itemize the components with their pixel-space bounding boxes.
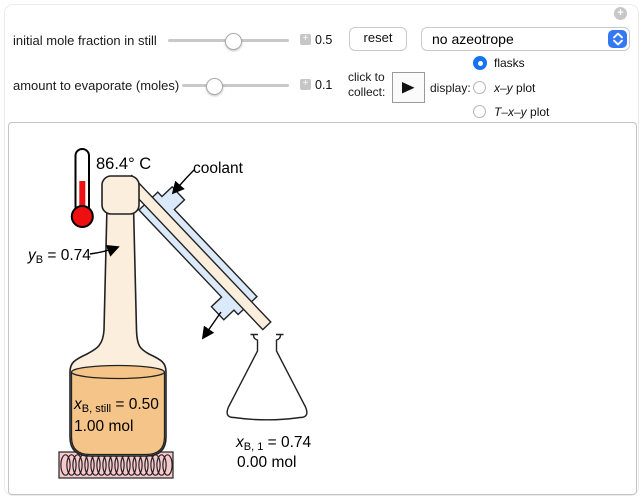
collect-button[interactable] [392,72,425,103]
slider1-label: initial mole fraction in still [13,33,157,48]
coolant-in-arrow [171,169,195,195]
slider1-plus-icon[interactable]: + [300,34,311,45]
reset-button[interactable]: reset [349,27,407,51]
azeotrope-dropdown-value: no azeotrope [432,31,514,47]
radio-txy-plot-dot[interactable] [473,105,486,118]
slider1-track[interactable] [168,32,289,50]
vapor-tube [122,174,272,331]
vapor-composition-label: yB = 0.74 [27,247,91,266]
display-label: display: [430,81,471,95]
vapor-label-arrow [89,244,120,257]
collection-flask [226,333,308,421]
slider2-track[interactable] [182,77,289,95]
collect-label: click to collect: [348,70,386,99]
azeotrope-dropdown[interactable]: no azeotrope [421,27,630,51]
slider1-thumb[interactable] [225,32,242,50]
flask-composition-label: xB, 1 = 0.74 [235,434,312,453]
column-cap [101,175,140,215]
radio-flasks-dot[interactable] [473,56,487,70]
slider2-thumb[interactable] [206,77,223,95]
still-liquid [70,364,166,456]
flask-amount-label: 0.00 mol [237,454,296,471]
radio-xy-plot-dot[interactable] [473,81,486,94]
still-composition-label: xB, still = 0.50 [73,396,159,415]
up-down-chevrons-icon [608,30,627,48]
slider2-plus-icon[interactable]: + [300,79,311,90]
slider2-value: 0.1 [315,78,333,92]
thermometer [70,148,94,228]
slider2-label: amount to evaporate (moles) [13,78,180,93]
frame-expander-plus-icon[interactable]: + [614,7,627,20]
still-amount-label: 1.00 mol [74,418,133,435]
temperature-label: 86.4° C [96,155,151,173]
slider1-value: 0.5 [315,33,333,47]
coolant-label: coolant [193,160,244,177]
coolant-out-arrow [201,311,222,340]
play-icon [402,81,415,93]
